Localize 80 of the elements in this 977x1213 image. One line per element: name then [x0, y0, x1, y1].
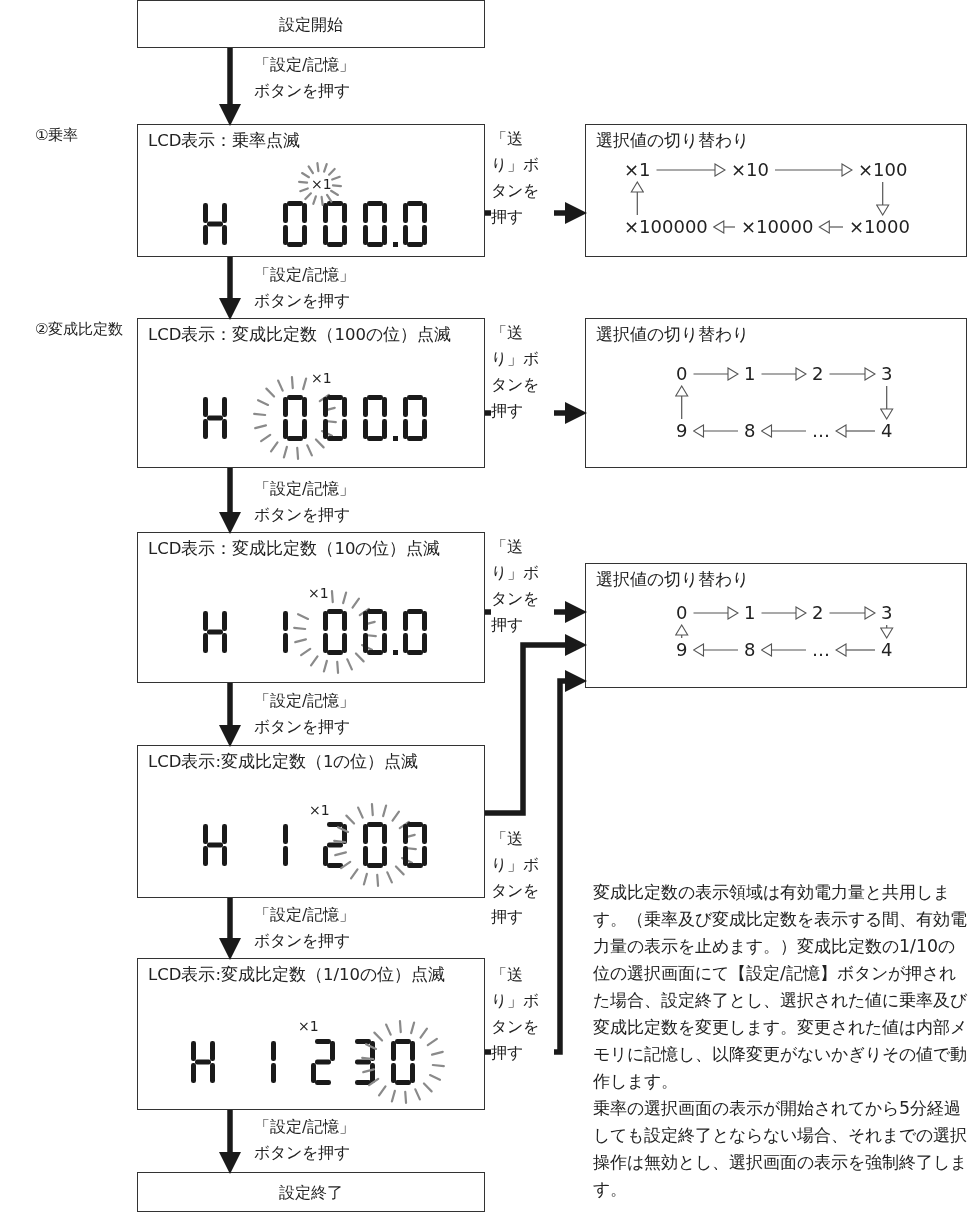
note-paragraph: 乗率の選択画面の表示が開始されてから5分経過しても設定終了とならない場合、それまでの選択操作は無効とし、選択画面の表示を強制終了します。 — [593, 1097, 968, 1201]
cycle-value: ×1000 — [849, 218, 910, 236]
cycle-value: … — [812, 641, 830, 659]
cycle-value: 8 — [744, 422, 756, 440]
cycle-value: 3 — [881, 365, 893, 383]
multiplier-label: ×1 — [311, 177, 332, 191]
box-heading: LCD表示:変成比定数（1の位）点滅 — [148, 751, 419, 773]
cycle-value: 8 — [744, 641, 756, 659]
lcd-screen-box — [137, 958, 485, 1110]
cycle-value: 0 — [676, 365, 688, 383]
lcd-screen-box — [137, 532, 485, 683]
cycle-arrow — [675, 624, 689, 639]
cycle-arrow — [760, 643, 807, 657]
cycle-arrow — [880, 385, 894, 420]
cycle-value: 1 — [744, 604, 756, 622]
process-text: 設定開始 — [278, 14, 344, 36]
multiplier-label: ×1 — [309, 803, 330, 817]
cycle-arrow — [818, 220, 844, 234]
cycle-value: ×10000 — [741, 218, 814, 236]
lcd-screen-box — [137, 745, 485, 898]
process-text: 設定終了 — [278, 1182, 344, 1204]
box-heading: 選択値の切り替わり — [596, 569, 749, 591]
flow-arrow — [219, 48, 241, 126]
cycle-value: 9 — [676, 422, 688, 440]
selection-box — [585, 563, 967, 688]
cycle-arrow — [876, 181, 890, 216]
cycle-arrow — [835, 424, 876, 438]
box-heading: LCD表示:変成比定数（1/10の位）点滅 — [148, 964, 446, 986]
lcd-screen-box — [137, 318, 485, 468]
cycle-arrow — [760, 367, 807, 381]
cycle-value: 2 — [812, 604, 824, 622]
multiplier-label: ×1 — [308, 586, 329, 600]
cycle-value: 9 — [676, 641, 688, 659]
cycle-value: 3 — [881, 604, 893, 622]
cycle-value: … — [812, 422, 830, 440]
cycle-value: ×100 — [858, 161, 908, 179]
cycle-arrow — [692, 424, 739, 438]
cycle-arrow — [692, 606, 739, 620]
cycle-arrow — [828, 606, 876, 620]
cycle-arrow — [835, 643, 876, 657]
lcd-screen-box — [137, 124, 485, 257]
cycle-arrow — [630, 181, 644, 216]
cycle-value: ×100000 — [624, 218, 708, 236]
cycle-arrow — [880, 624, 894, 639]
process-box — [137, 1172, 485, 1212]
cycle-arrow — [760, 424, 807, 438]
flow-arrow — [219, 468, 241, 534]
multiplier-label: ×1 — [311, 371, 332, 385]
cycle-value: 0 — [676, 604, 688, 622]
cycle-value: 1 — [744, 365, 756, 383]
cycle-value: 2 — [812, 365, 824, 383]
cycle-arrow — [828, 367, 876, 381]
box-heading: LCD表示：乗率点滅 — [148, 130, 301, 152]
flow-arrow — [219, 683, 241, 747]
box-heading: 選択値の切り替わり — [596, 130, 749, 152]
cycle-arrow — [655, 163, 726, 177]
cycle-arrow — [760, 606, 807, 620]
note-paragraph: 変成比定数の表示領域は有効電力量と共用します。（乗率及び変成比定数を表示する間、有効電力量の表示を止めます。）変成比定数の1/10の位の選択画面にて【設定/記憶】ボタンが押された場合、設定終了とし、選択された値に乗率及び変成比定数を変更します。変更された値は内部メモリに記憶し、以降変更がないかぎりその値で動作します。 — [593, 881, 968, 1093]
multiplier-label: ×1 — [298, 1019, 319, 1033]
cycle-arrow — [675, 385, 689, 420]
process-box — [137, 0, 485, 48]
flow-arrow — [219, 898, 241, 960]
cycle-value: 4 — [881, 422, 893, 440]
selection-box — [585, 124, 967, 257]
step-label: ②変成比定数 — [35, 320, 124, 339]
cycle-value: ×1 — [624, 161, 651, 179]
flow-arrow — [219, 1110, 241, 1174]
step-label: ①乗率 — [35, 126, 79, 145]
cycle-arrow — [692, 643, 739, 657]
selection-box — [585, 318, 967, 468]
flow-arrow — [485, 634, 587, 816]
cycle-value: 4 — [881, 641, 893, 659]
cycle-arrow — [713, 220, 736, 234]
cycle-arrow — [692, 367, 739, 381]
cycle-arrow — [774, 163, 853, 177]
cycle-value: ×10 — [731, 161, 769, 179]
box-heading: LCD表示：変成比定数（100の位）点滅 — [148, 324, 451, 346]
box-heading: 選択値の切り替わり — [596, 324, 749, 346]
flow-arrow — [219, 257, 241, 320]
box-heading: LCD表示：変成比定数（10の位）点滅 — [148, 538, 441, 560]
